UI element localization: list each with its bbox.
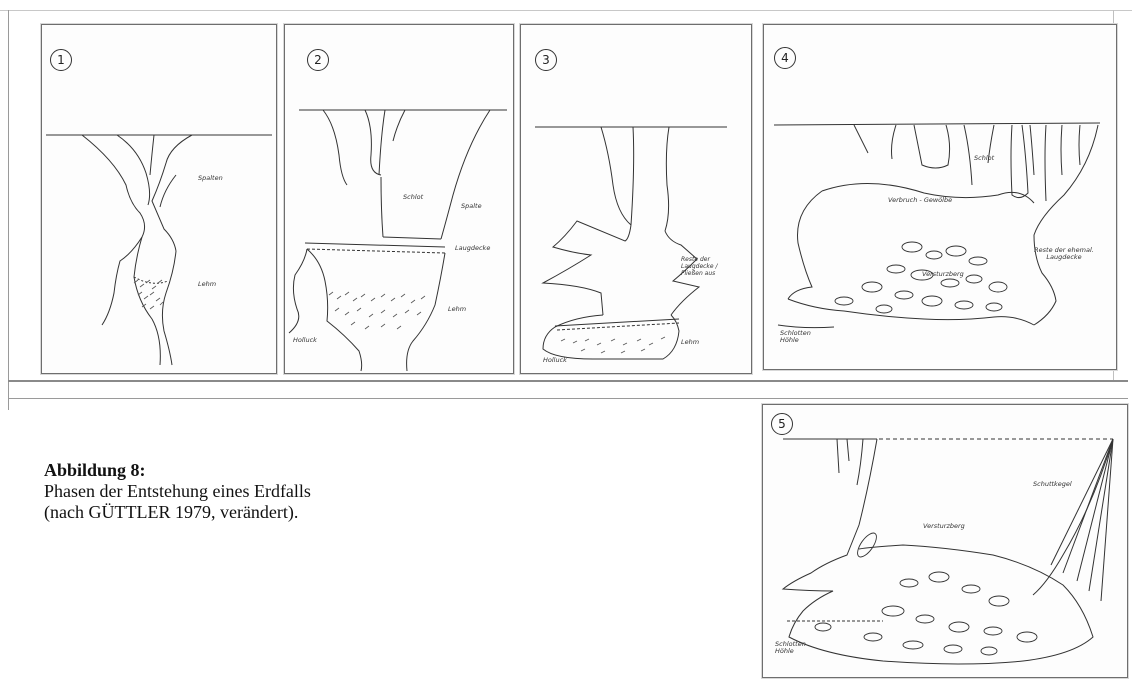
- label-reste-3: Reste der Laugdecke / Fließen aus: [681, 257, 741, 278]
- label-reste-4: Reste der ehemal. Laugdecke: [1024, 247, 1104, 262]
- label-holluck-3: Holluck: [543, 357, 567, 364]
- label-lehm: Lehm: [198, 281, 216, 288]
- label-schuttkegel: Schuttkegel: [1033, 481, 1072, 488]
- label-schlot-4: Schlot: [974, 155, 994, 162]
- phase-1-sketch: [42, 25, 276, 373]
- frame-line-left: [8, 10, 9, 410]
- caption-line-1: Phasen der Entstehung eines Erdfalls: [44, 481, 311, 502]
- label-versturzberg-5: Versturzberg: [923, 523, 965, 530]
- label-hoehle-4: Schlotten Höhle: [780, 330, 820, 345]
- frame-line-top: [0, 10, 1132, 11]
- phase-5-sketch: [763, 405, 1127, 677]
- label-gewoelbe: Verbruch - Gewölbe: [888, 197, 952, 204]
- label-hoehle-5-text: Schlotten Höhle: [775, 640, 806, 655]
- caption-title: Abbildung 8:: [44, 459, 311, 481]
- label-reste-4-text: Reste der ehemal. Laugdecke: [1034, 246, 1094, 261]
- phase-panel-5: 5: [762, 404, 1128, 678]
- label-lehm-3: Lehm: [681, 339, 699, 346]
- phase-panel-2: 2 Schlot Spalte Laugdecke Lehm Holluck: [284, 24, 514, 374]
- label-versturzberg-4: Versturzberg: [922, 271, 964, 278]
- phase-panel-1: 1 Spalten Lehm: [41, 24, 277, 374]
- label-laugdecke: Laugdecke: [455, 245, 490, 252]
- phase-3-sketch: [521, 25, 751, 373]
- frame-line-bottom-2: [8, 398, 1128, 399]
- label-hoehle-4-text: Schlotten Höhle: [780, 329, 811, 344]
- phase-panel-3: 3 Reste der Laugdecke / Fließen aus Lehm…: [520, 24, 752, 374]
- label-spalten: Spalten: [198, 175, 223, 182]
- label-holluck: Holluck: [293, 337, 317, 344]
- label-schlot: Schlot: [403, 194, 423, 201]
- label-hoehle-5: Schlotten Höhle: [775, 641, 815, 656]
- label-spalte: Spalte: [461, 203, 482, 210]
- frame-line-bottom-1: [8, 380, 1128, 382]
- label-lehm-2: Lehm: [448, 306, 466, 313]
- label-reste-3-text: Reste der Laugdecke / Fließen aus: [681, 256, 718, 277]
- caption-line-2: (nach GÜTTLER 1979, verändert).: [44, 502, 311, 523]
- phase-2-sketch: [285, 25, 513, 373]
- phase-panel-4: 4: [763, 24, 1117, 370]
- figure-caption: Abbildung 8: Phasen der Entstehung eines…: [44, 459, 311, 523]
